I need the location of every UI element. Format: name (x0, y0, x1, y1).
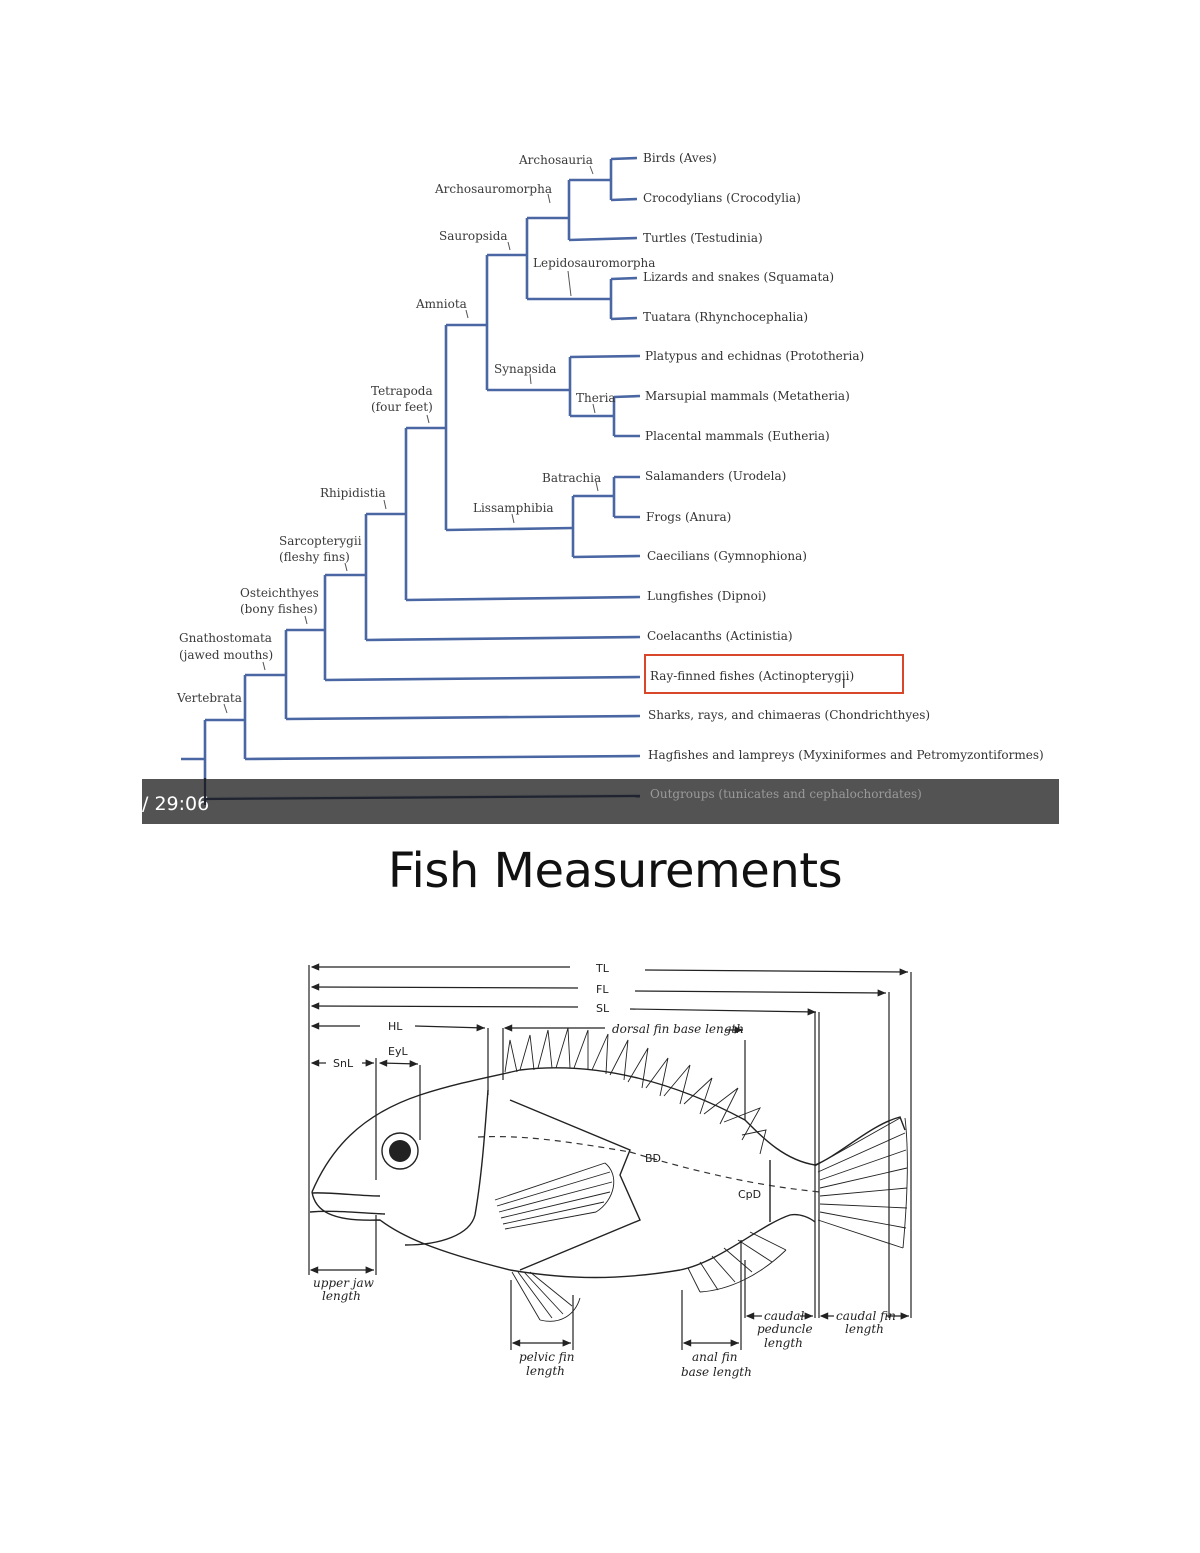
page-title: Fish Measurements (387, 843, 843, 899)
label-head-length: HL (388, 1020, 403, 1033)
clade-label-gnathostomata-gloss: (jawed mouths) (179, 648, 273, 662)
clade-label-synapsida: Synapsida (494, 362, 556, 376)
clade-label-tetrapoda-gloss: (four feet) (371, 400, 433, 414)
clade-leader-ticks (223, 165, 599, 714)
leaf-tuatara: Tuatara (Rhynchocephalia) (643, 310, 808, 324)
leaf-coelacanths: Coelacanths (Actinistia) (647, 629, 793, 643)
reference-lines (308, 965, 912, 1350)
leaf-frogs: Frogs (Anura) (646, 510, 731, 524)
label-snout-length: SnL (333, 1057, 354, 1070)
cladogram-branches (181, 156, 641, 800)
label-caudal-peduncle-2: peduncle (757, 1322, 813, 1336)
clade-label-sauropsida: Sauropsida (439, 229, 508, 243)
dorsal-fin (504, 1027, 767, 1155)
clade-label-vertebrata: Vertebrata (176, 691, 242, 705)
cladogram: Archosauria Archosauromorpha Sauropsida … (176, 151, 1044, 800)
label-total-length: TL (595, 962, 610, 975)
label-caudal-fin-2: length (845, 1322, 884, 1336)
label-upper-jaw: upper jaw (313, 1276, 375, 1290)
label-caudal-peduncle-3: length (764, 1336, 803, 1350)
dimension-arrows (309, 963, 909, 1347)
caudal-fin (814, 1117, 908, 1249)
clade-label-gnathostomata: Gnathostomata (179, 631, 272, 645)
clade-label-sarcopterygii: Sarcopterygii (279, 534, 362, 548)
label-dorsal-fin-base: dorsal fin base length (612, 1022, 744, 1036)
leaf-outgroups: Outgroups (tunicates and cephalochordate… (650, 787, 922, 801)
clade-label-rhipidistia: Rhipidistia (320, 486, 386, 500)
leaf-lizards-snakes: Lizards and snakes (Squamata) (643, 270, 834, 284)
label-caudal-peduncle: caudal (764, 1309, 804, 1323)
clade-label-theria: Theria (576, 391, 616, 405)
clade-label-archosauria: Archosauria (518, 153, 593, 167)
clade-label-archosauromorpha: Archosauromorpha (434, 182, 552, 196)
leaf-crocodylians: Crocodylians (Crocodylia) (643, 191, 801, 205)
pectoral-fin (494, 1162, 615, 1230)
video-time-readout: / 29:06 (142, 793, 210, 815)
leaf-salamanders: Salamanders (Urodela) (645, 469, 786, 483)
clade-label-osteichthyes-gloss: (bony fishes) (240, 602, 318, 616)
label-pelvic-fin: pelvic fin (519, 1350, 575, 1364)
leaf-hagfishes-lampreys: Hagfishes and lampreys (Myxiniformes and… (648, 748, 1044, 762)
label-body-depth: BD (645, 1152, 661, 1165)
clade-label-lepidosauromorpha: Lepidosauromorpha (533, 256, 655, 270)
label-anal-fin-2: base length (681, 1365, 752, 1379)
highlight-box (644, 654, 904, 694)
leaf-ray-finned-fishes: Ray-finned fishes (Actinopterygii) (650, 669, 854, 683)
leaf-marsupial: Marsupial mammals (Metatheria) (645, 389, 850, 403)
leaf-turtles: Turtles (Testudinia) (643, 231, 763, 245)
label-upper-jaw-2: length (322, 1289, 361, 1303)
label-fork-length: FL (596, 983, 609, 996)
leaf-platypus: Platypus and echidnas (Prototheria) (645, 349, 864, 363)
leaf-lungfishes: Lungfishes (Dipnoi) (647, 589, 766, 603)
clade-label-lissamphibia: Lissamphibia (473, 501, 554, 515)
clade-label-tetrapoda: Tetrapoda (371, 384, 433, 398)
label-anal-fin: anal fin (692, 1350, 737, 1364)
anal-fin (687, 1231, 787, 1293)
leaf-sharks-rays: Sharks, rays, and chimaeras (Chondrichth… (648, 708, 930, 722)
label-eye-length: EyL (388, 1045, 408, 1058)
video-control-bar[interactable] (142, 779, 1059, 824)
clade-label-batrachia: Batrachia (542, 471, 601, 485)
label-pelvic-fin-2: length (526, 1364, 565, 1378)
label-caudal-fin: caudal fin (836, 1309, 896, 1323)
leaf-birds: Birds (Aves) (643, 151, 717, 165)
label-caudal-peduncle-depth: CpD (738, 1188, 761, 1201)
clade-label-osteichthyes: Osteichthyes (240, 586, 319, 600)
leaf-caecilians: Caecilians (Gymnophiona) (647, 549, 807, 563)
label-standard-length: SL (596, 1002, 610, 1015)
clade-label-sarcopterygii-gloss: (fleshy fins) (279, 550, 350, 564)
pelvic-fin (511, 1271, 581, 1322)
leaf-placental: Placental mammals (Eutheria) (645, 429, 830, 443)
text-cursor-icon: I (842, 677, 846, 691)
clade-label-amniota: Amniota (415, 297, 467, 311)
